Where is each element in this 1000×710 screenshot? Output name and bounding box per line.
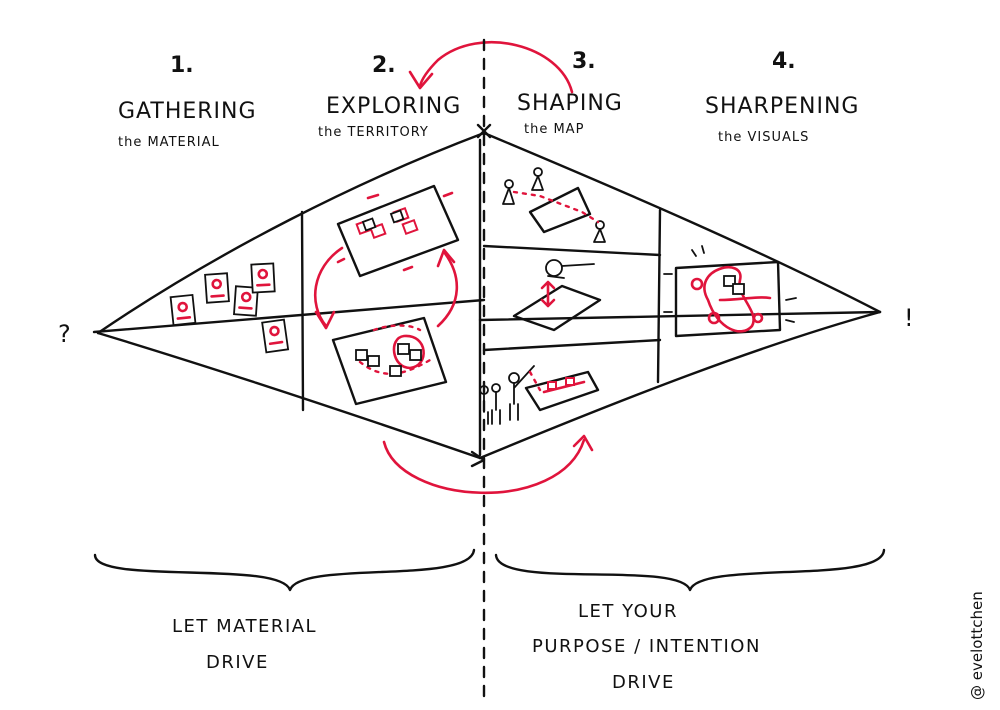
exploring-board-top: [336, 184, 460, 278]
left-brace: [93, 548, 476, 592]
phase-1-number: 1.: [170, 53, 194, 78]
phase-4-subtitle: the VISUALS: [718, 130, 809, 145]
bottom-right-line-3: DRIVE: [612, 672, 675, 693]
phase-4-title: SHARPENING: [705, 94, 859, 119]
bottom-right-line-2: PURPOSE / INTENTION: [532, 636, 761, 657]
bottom-loop-arrow: [382, 434, 594, 495]
phase-1-heading: 1. GATHERING the MATERIAL: [118, 53, 257, 150]
phase-1-title: GATHERING: [118, 99, 257, 124]
phase-3-subtitle: the MAP: [524, 122, 584, 137]
shaping-row-divider-1: [482, 244, 662, 257]
author-credit: @ evelottchen: [968, 591, 986, 700]
phase-2-heading: 2. EXPLORING the TERRITORY: [318, 53, 461, 140]
phase-3-heading: 3. SHAPING the MAP: [517, 49, 623, 137]
let-purpose-drive: LET YOUR PURPOSE / INTENTION DRIVE: [532, 601, 761, 693]
material-cards: [169, 262, 290, 354]
shaping-stakeholders: [502, 167, 606, 243]
question-mark: ?: [58, 320, 71, 348]
shaping-map-plan: [512, 259, 602, 332]
let-material-drive: LET MATERIAL DRIVE: [172, 616, 317, 673]
diamond-shape: [92, 123, 882, 468]
phase-2-number: 2.: [372, 53, 396, 78]
phase-3-title: SHAPING: [517, 91, 623, 116]
phase-2-subtitle: the TERRITORY: [318, 125, 429, 140]
phase-2-title: EXPLORING: [326, 94, 461, 119]
exclamation-mark: !: [904, 304, 914, 332]
right-brace: [494, 548, 886, 592]
exploring-cycle-arrows: [313, 246, 459, 330]
top-return-arrow: [408, 40, 574, 94]
phase-1-2-boundary: [300, 210, 305, 412]
sharpening-visual: [663, 245, 797, 338]
phase-1-subtitle: the MATERIAL: [118, 135, 220, 150]
shaping-row-divider-2: [482, 338, 662, 352]
phase-3-4-boundary: [656, 208, 662, 384]
bottom-left-line-1: LET MATERIAL: [172, 616, 317, 637]
exploring-board-bottom: [331, 316, 448, 406]
bottom-left-line-2: DRIVE: [206, 652, 269, 673]
shaping-team: [479, 365, 600, 425]
bottom-right-line-1: LET YOUR: [578, 601, 678, 622]
phase-3-number: 3.: [572, 49, 596, 74]
phase-4-number: 4.: [772, 49, 796, 74]
phase-4-heading: 4. SHARPENING the VISUALS: [705, 49, 859, 145]
